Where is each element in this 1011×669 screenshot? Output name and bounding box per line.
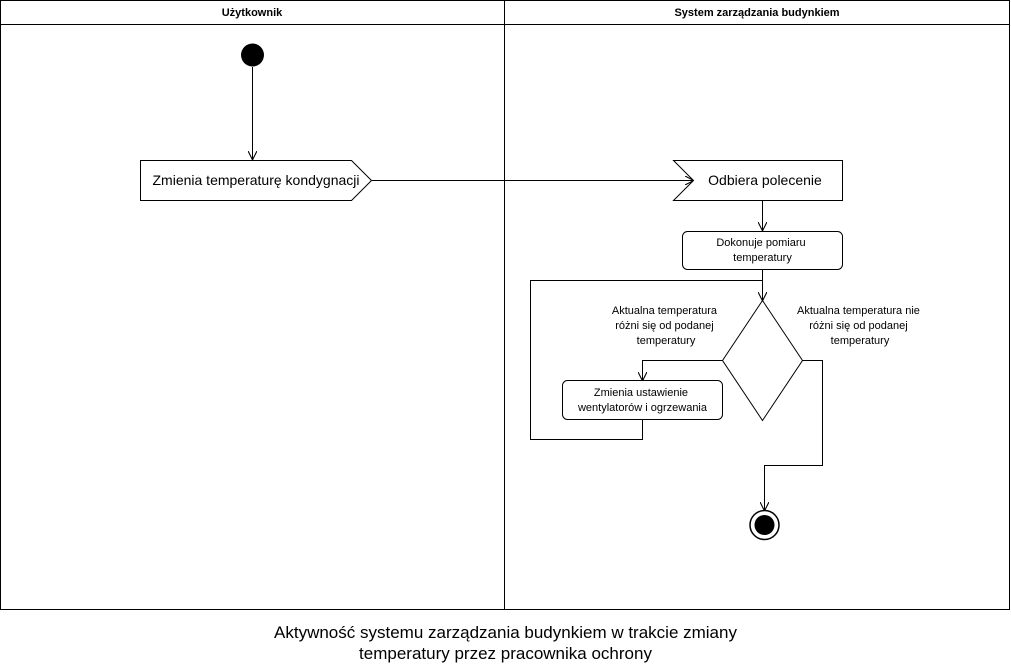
- guard-differs-line-3: temperatury: [637, 335, 696, 347]
- lane-title-system: System zarządzania budynkiem: [674, 7, 839, 19]
- decision-node: [721, 299, 804, 422]
- adjust-label-line-1: Zmienia ustawienie: [594, 387, 688, 399]
- guard-not-differs-line-2: różni się od podanej: [809, 320, 907, 332]
- final-node: [749, 509, 780, 541]
- guard-not-differs-line-1: Aktualna temperatura nie: [797, 305, 920, 317]
- receive-signal-label: Odbiera polecenie: [708, 172, 822, 188]
- diagram-caption: Aktywność systemu zarządzania budynkiem …: [0, 622, 1011, 664]
- lane-title-user: Użytkownik: [222, 7, 283, 19]
- guard-differs-line-1: Aktualna temperatura: [612, 305, 718, 317]
- receive-signal-action: [672, 160, 843, 201]
- caption-line-1: Aktywność systemu zarządzania budynkiem …: [274, 623, 737, 642]
- flow-decision-to-adjust: [643, 360, 723, 381]
- guard-not-differs: Aktualna temperatura nie różni się od po…: [797, 305, 923, 347]
- adjust-label-line-2: wentylatorów i ogrzewania: [577, 402, 708, 414]
- measure-action: [682, 231, 843, 270]
- measure-label: Dokonuje pomiaru temperatury: [716, 237, 808, 264]
- adjust-label: Zmienia ustawienie wentylatorów i ogrzew…: [577, 387, 708, 414]
- measure-label-line-1: Dokonuje pomiaru: [716, 237, 805, 249]
- send-signal-action: [140, 160, 373, 201]
- adjust-action: [562, 380, 723, 420]
- swimlane-pool: [0, 0, 1010, 610]
- send-signal-label: Zmienia temperaturę kondygnacji: [153, 172, 360, 188]
- flow-decision-to-final: [765, 360, 823, 511]
- flow-loop-back: [530, 280, 763, 440]
- measure-label-line-2: temperatury: [733, 252, 792, 264]
- initial-node: [241, 43, 264, 67]
- guard-differs-line-2: różni się od podanej: [615, 320, 713, 332]
- guard-differs: Aktualna temperatura różni się od podane…: [612, 305, 720, 347]
- guard-not-differs-line-3: temperatury: [831, 335, 890, 347]
- caption-line-2: temperatury przez pracownika ochrony: [359, 644, 652, 663]
